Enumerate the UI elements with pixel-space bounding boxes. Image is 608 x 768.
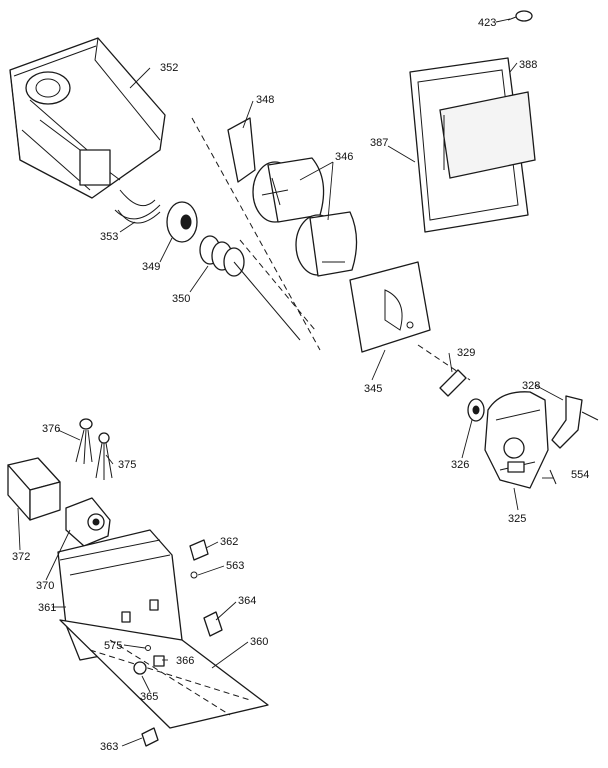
- label-361: 361: [38, 602, 56, 614]
- label-364: 364: [238, 595, 256, 607]
- label-325: 325: [508, 513, 526, 525]
- label-348: 348: [256, 94, 274, 106]
- label-554: 554: [571, 469, 589, 481]
- cover-part: [7, 457, 61, 521]
- label-370: 370: [36, 580, 54, 592]
- label-329: 329: [457, 347, 475, 359]
- wire-bail-part: [117, 209, 161, 224]
- label-360: 360: [250, 636, 268, 648]
- wire-harness-part: [75, 418, 113, 480]
- screw-part: [549, 469, 557, 485]
- mounting-plate-part: [349, 261, 471, 381]
- label-387: 387: [370, 137, 388, 149]
- motor-part: [65, 497, 111, 547]
- bulb-part: [507, 10, 533, 22]
- label-575: 575: [104, 640, 122, 652]
- front-cover-part: [409, 57, 536, 233]
- bearing-part: [467, 398, 485, 422]
- support-base-part: [57, 529, 269, 729]
- label-372: 372: [12, 551, 30, 563]
- hardware-parts: [133, 539, 223, 747]
- label-366: 366: [176, 655, 194, 667]
- part-labels: 423 352 388 387 348 346 353 349 350 345 …: [12, 17, 589, 753]
- label-326: 326: [451, 459, 469, 471]
- label-328: 328: [522, 380, 540, 392]
- label-349: 349: [142, 261, 160, 273]
- label-388: 388: [519, 59, 537, 71]
- label-352: 352: [160, 62, 178, 74]
- label-362: 362: [220, 536, 238, 548]
- label-376: 376: [42, 423, 60, 435]
- shield-part: [191, 117, 321, 351]
- label-363: 363: [100, 741, 118, 753]
- spring-shaft-part: [199, 235, 316, 341]
- shaft-bushing-part: [439, 369, 467, 397]
- coupling-part: [166, 201, 198, 243]
- label-346: 346: [335, 151, 353, 163]
- auger-part: [252, 157, 358, 277]
- label-353: 353: [100, 231, 118, 243]
- leader-lines: [17, 18, 564, 747]
- label-365: 365: [140, 691, 158, 703]
- label-563: 563: [226, 560, 244, 572]
- ice-bucket-part: [9, 37, 166, 220]
- label-350: 350: [172, 293, 190, 305]
- arm-part: [551, 395, 599, 449]
- gear-housing-part: [484, 391, 549, 489]
- label-375: 375: [118, 459, 136, 471]
- label-423: 423: [478, 17, 496, 29]
- label-345: 345: [364, 383, 382, 395]
